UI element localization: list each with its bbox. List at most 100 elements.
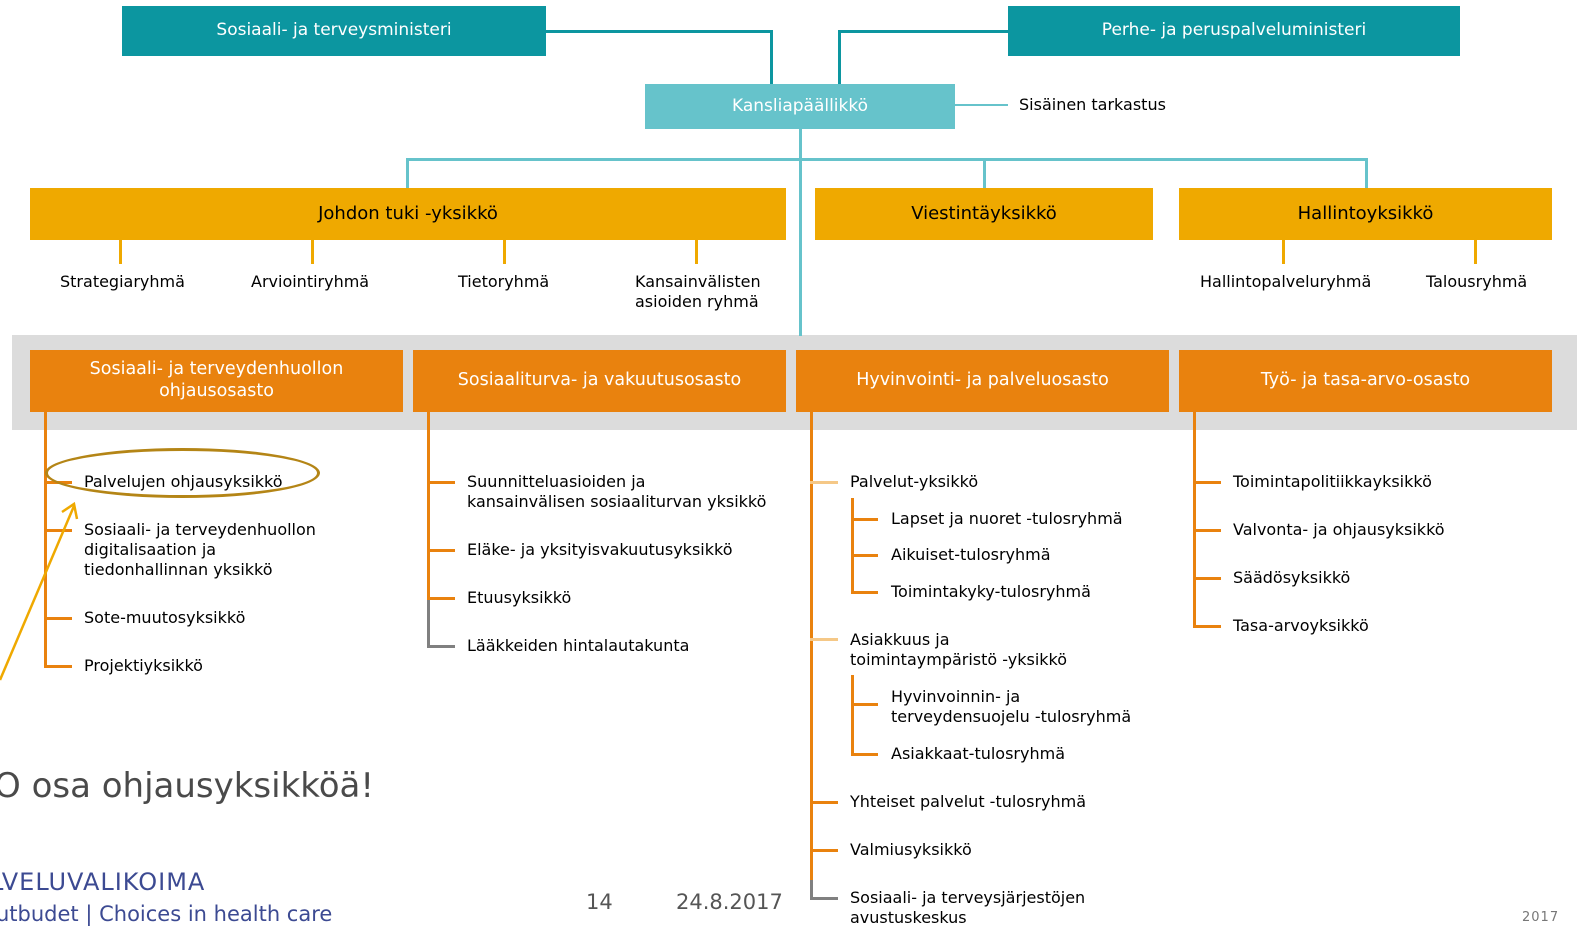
unit-label: Säädösyksikkö	[1233, 568, 1351, 587]
unit-label: Tasa-arvoyksikkö	[1233, 616, 1369, 635]
department-box: Sosiaali- ja terveydenhuollon ohjausosas…	[30, 350, 403, 412]
connector	[810, 412, 813, 900]
department-label: Sosiaali- ja terveydenhuollon	[89, 359, 344, 380]
connector	[851, 498, 854, 592]
unit-label: Yhteiset palvelut -tulosryhmä	[850, 792, 1087, 811]
group-label: Kansainvälisten	[635, 272, 761, 291]
group-label: Tietoryhmä	[458, 272, 550, 291]
connector	[44, 412, 47, 666]
connector	[810, 801, 838, 804]
department-box: Työ- ja tasa-arvo-osasto	[1179, 350, 1552, 412]
connector	[810, 638, 838, 641]
unit-label: toimintaympäristö -yksikkö	[850, 650, 1068, 669]
group-label: asioiden ryhmä	[635, 292, 759, 311]
minister-label: Perhe- ja peruspalveluministeri	[1101, 20, 1367, 41]
annotation-text: O osa ohjausyksikköä!	[0, 766, 375, 806]
connector	[1365, 158, 1368, 188]
support-unit-box: Viestintäyksikkö	[815, 188, 1153, 240]
connector	[427, 600, 430, 648]
unit-label: terveydensuojelu -tulosryhmä	[891, 707, 1132, 726]
support-unit-box: Johdon tuki -yksikkö	[30, 188, 786, 240]
connector	[851, 675, 854, 755]
department-box: Hyvinvointi- ja palveluosasto	[796, 350, 1169, 412]
connector	[810, 481, 838, 484]
connector	[983, 158, 986, 188]
connector	[427, 597, 455, 600]
department-box: Sosiaaliturva- ja vakuutusosasto	[413, 350, 786, 412]
connector	[1193, 625, 1221, 628]
unit-label: Hyvinvoinnin- ja	[891, 687, 1021, 706]
connector	[503, 240, 506, 264]
department-label: Työ- ja tasa-arvo-osasto	[1260, 370, 1471, 391]
connector	[810, 897, 838, 900]
connector	[545, 30, 773, 33]
connector	[851, 518, 878, 521]
connector	[1282, 240, 1285, 264]
connector	[955, 104, 1008, 106]
connector	[810, 849, 838, 852]
group-label: Arviointiryhmä	[251, 272, 370, 291]
unit-label: Sote-muutosyksikkö	[84, 608, 246, 627]
unit-label: Sosiaali- ja terveysjärjestöjen	[850, 888, 1086, 907]
group-label: Strategiaryhmä	[60, 272, 185, 291]
page-number: 14	[586, 890, 613, 914]
logo-text: LVELUVALIKOIMA	[0, 868, 206, 896]
unit-label: kansainvälisen sosiaaliturvan yksikkö	[467, 492, 767, 511]
connector	[799, 128, 802, 336]
footer-date: 24.8.2017	[676, 890, 783, 914]
connector	[406, 158, 409, 188]
footer-year: 2017	[1522, 910, 1560, 925]
connector	[695, 240, 698, 264]
connector	[1193, 481, 1221, 484]
unit-label: Aikuiset-tulosryhmä	[891, 545, 1051, 564]
group-label: Hallintopalveluryhmä	[1200, 272, 1372, 291]
connector	[838, 30, 841, 85]
connector	[119, 240, 122, 264]
unit-label: Suunnitteluasioiden ja	[467, 472, 646, 491]
unit-label: avustuskeskus	[850, 908, 967, 927]
connector	[427, 412, 430, 600]
connector	[44, 617, 72, 620]
connector	[851, 591, 878, 594]
unit-label: Toimintakyky-tulosryhmä	[891, 582, 1091, 601]
minister-box: Perhe- ja peruspalveluministeri	[1008, 6, 1460, 56]
unit-label: Asiakkaat-tulosryhmä	[891, 744, 1065, 763]
connector	[1193, 412, 1196, 628]
unit-label: Eläke- ja yksityisvakuutusyksikkö	[467, 540, 733, 559]
unit-label: digitalisaation ja	[84, 540, 217, 559]
connector	[851, 703, 878, 706]
connector	[406, 158, 1368, 161]
connector	[44, 529, 72, 532]
connector	[44, 665, 72, 668]
unit-label: Valmiusyksikkö	[850, 840, 972, 859]
group-label: Talousryhmä	[1426, 272, 1528, 291]
support-unit-label: Viestintäyksikkö	[911, 202, 1057, 224]
connector	[427, 549, 455, 552]
connector	[1193, 577, 1221, 580]
internal-audit-label: Sisäinen tarkastus	[1019, 95, 1166, 114]
connector	[427, 481, 455, 484]
minister-label: Sosiaali- ja terveysministeri	[216, 20, 452, 41]
support-unit-box: Hallintoyksikkö	[1179, 188, 1552, 240]
unit-label: Sosiaali- ja terveydenhuollon	[84, 520, 316, 539]
connector	[427, 645, 455, 648]
unit-label: Palvelut-yksikkö	[850, 472, 979, 491]
department-label: Hyvinvointi- ja palveluosasto	[856, 370, 1109, 391]
connector	[810, 880, 813, 900]
connector	[770, 30, 773, 85]
unit-label: Toimintapolitiikkayksikkö	[1233, 472, 1432, 491]
connector	[1193, 529, 1221, 532]
chancellor-box: Kansliapäällikkö	[645, 84, 955, 129]
connector	[1474, 240, 1477, 264]
unit-label: Asiakkuus ja	[850, 630, 950, 649]
minister-box: Sosiaali- ja terveysministeri	[122, 6, 546, 56]
unit-label: Lapset ja nuoret -tulosryhmä	[891, 509, 1123, 528]
connector	[838, 30, 1010, 33]
unit-label: tiedonhallinnan yksikkö	[84, 560, 273, 579]
unit-label: Projektiyksikkö	[84, 656, 203, 675]
connector	[851, 753, 878, 756]
support-unit-label: Hallintoyksikkö	[1297, 202, 1434, 224]
department-label: ohjausosasto	[159, 381, 274, 401]
connector	[311, 240, 314, 264]
